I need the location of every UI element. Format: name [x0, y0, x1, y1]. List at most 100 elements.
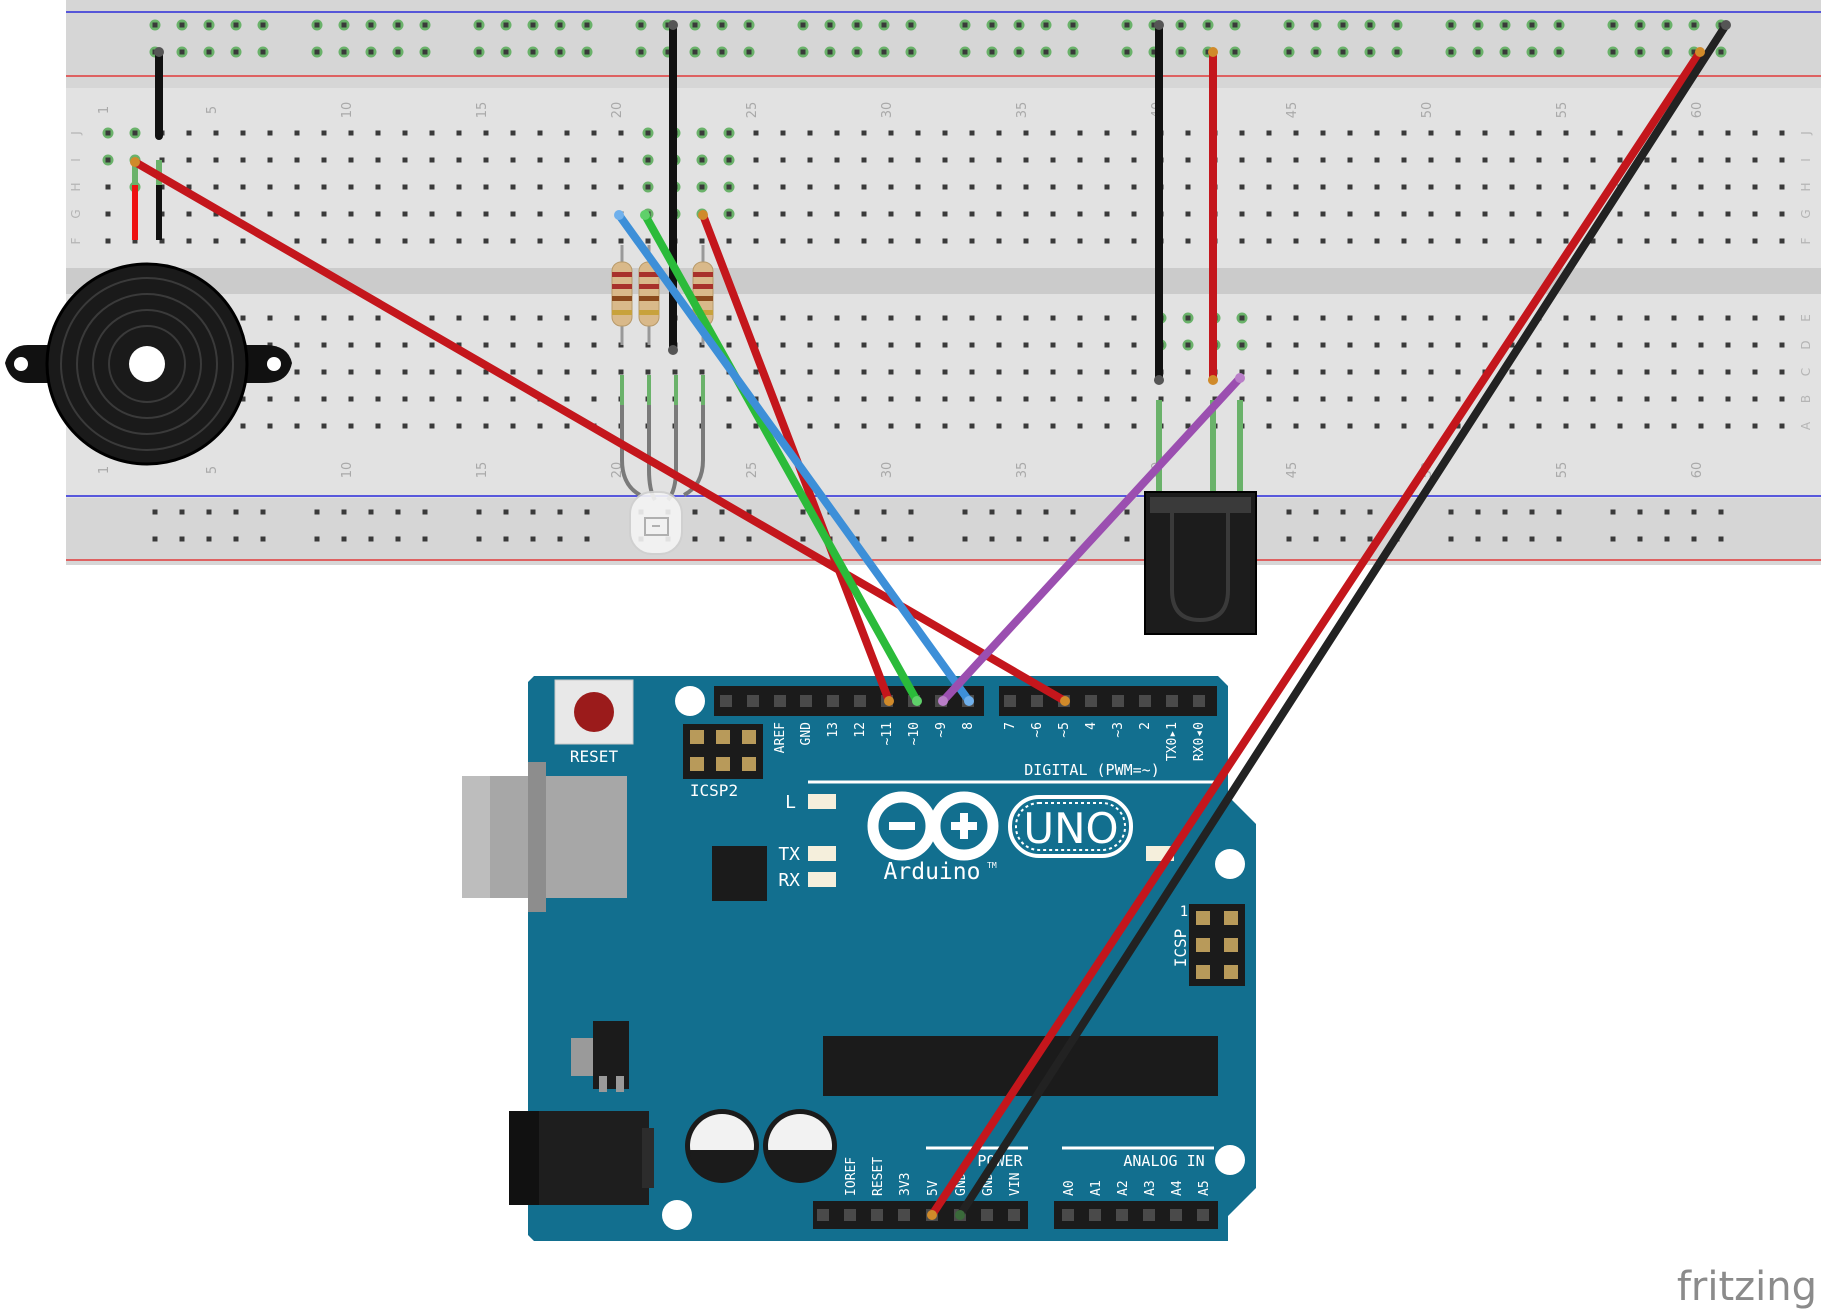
rail-hole[interactable]: [260, 509, 266, 515]
breadboard-hole[interactable]: [186, 157, 192, 163]
breadboard-hole[interactable]: [969, 396, 975, 402]
rail-hole[interactable]: [1013, 19, 1025, 31]
breadboard-hole[interactable]: [456, 211, 462, 217]
breadboard-hole[interactable]: [1293, 238, 1299, 244]
breadboard-hole[interactable]: [1077, 396, 1083, 402]
breadboard-hole[interactable]: [1131, 369, 1137, 375]
breadboard-hole[interactable]: [753, 315, 759, 321]
rail-hole[interactable]: [557, 509, 563, 515]
breadboard-hole[interactable]: [1293, 315, 1299, 321]
breadboard-hole[interactable]: [726, 315, 732, 321]
breadboard-hole[interactable]: [1752, 315, 1758, 321]
rail-hole[interactable]: [341, 536, 347, 542]
breadboard-hole[interactable]: [1050, 423, 1056, 429]
breadboard-hole[interactable]: [1617, 157, 1623, 163]
breadboard-hole[interactable]: [510, 342, 516, 348]
rail-hole[interactable]: [1337, 19, 1349, 31]
breadboard-hole[interactable]: [1509, 396, 1515, 402]
breadboard-hole[interactable]: [1293, 423, 1299, 429]
breadboard-hole[interactable]: [861, 342, 867, 348]
breadboard-hole[interactable]: [510, 396, 516, 402]
breadboard-hole[interactable]: [1293, 396, 1299, 402]
breadboard-hole[interactable]: [861, 423, 867, 429]
breadboard-hole[interactable]: [1725, 369, 1731, 375]
breadboard-hole[interactable]: [1725, 423, 1731, 429]
breadboard-hole[interactable]: [1023, 130, 1029, 136]
rail-hole[interactable]: [746, 509, 752, 515]
breadboard-hole[interactable]: [1752, 369, 1758, 375]
breadboard-hole[interactable]: [1320, 238, 1326, 244]
analog-header-hole[interactable]: [1089, 1209, 1101, 1221]
breadboard-hole[interactable]: [564, 211, 570, 217]
breadboard-hole[interactable]: [483, 238, 489, 244]
breadboard-hole[interactable]: [1617, 423, 1623, 429]
rail-hole[interactable]: [311, 46, 323, 58]
rail-hole[interactable]: [1664, 509, 1670, 515]
breadboard-hole[interactable]: [1698, 184, 1704, 190]
breadboard-hole[interactable]: [1617, 238, 1623, 244]
breadboard-hole[interactable]: [1050, 184, 1056, 190]
breadboard-hole[interactable]: [696, 154, 708, 166]
rail-hole[interactable]: [908, 536, 914, 542]
breadboard-hole[interactable]: [888, 157, 894, 163]
power-header-hole[interactable]: [898, 1209, 910, 1221]
breadboard-hole[interactable]: [321, 184, 327, 190]
breadboard-hole[interactable]: [1725, 184, 1731, 190]
breadboard-hole[interactable]: [267, 396, 273, 402]
breadboard-hole[interactable]: [1104, 396, 1110, 402]
rail-hole[interactable]: [1070, 536, 1076, 542]
rail-hole[interactable]: [1661, 46, 1673, 58]
rail-hole[interactable]: [989, 509, 995, 515]
rail-hole[interactable]: [392, 46, 404, 58]
breadboard-hole[interactable]: [1347, 238, 1353, 244]
breadboard-hole[interactable]: [861, 184, 867, 190]
breadboard-hole[interactable]: [1023, 211, 1029, 217]
breadboard-hole[interactable]: [1104, 423, 1110, 429]
breadboard-hole[interactable]: [1698, 342, 1704, 348]
rail-hole[interactable]: [1607, 19, 1619, 31]
breadboard-hole[interactable]: [483, 211, 489, 217]
rail-hole[interactable]: [1310, 19, 1322, 31]
breadboard-hole[interactable]: [1104, 315, 1110, 321]
rail-hole[interactable]: [1124, 536, 1130, 542]
rail-hole[interactable]: [1691, 536, 1697, 542]
rail-hole[interactable]: [635, 46, 647, 58]
breadboard-hole[interactable]: [1752, 130, 1758, 136]
breadboard-hole[interactable]: [1428, 184, 1434, 190]
breadboard-hole[interactable]: [807, 396, 813, 402]
breadboard-hole[interactable]: [1644, 423, 1650, 429]
breadboard-hole[interactable]: [1320, 184, 1326, 190]
breadboard-hole[interactable]: [1239, 211, 1245, 217]
rail-hole[interactable]: [1499, 46, 1511, 58]
breadboard-hole[interactable]: [321, 157, 327, 163]
breadboard-hole[interactable]: [564, 369, 570, 375]
breadboard-hole[interactable]: [996, 342, 1002, 348]
breadboard-hole[interactable]: [1131, 396, 1137, 402]
breadboard-hole[interactable]: [618, 130, 624, 136]
breadboard-hole[interactable]: [1185, 130, 1191, 136]
breadboard-hole[interactable]: [1266, 369, 1272, 375]
breadboard-hole[interactable]: [1779, 423, 1785, 429]
breadboard-hole[interactable]: [402, 157, 408, 163]
breadboard-hole[interactable]: [888, 238, 894, 244]
breadboard-hole[interactable]: [780, 157, 786, 163]
breadboard-hole[interactable]: [726, 342, 732, 348]
power-header-hole[interactable]: [844, 1209, 856, 1221]
breadboard-hole[interactable]: [753, 130, 759, 136]
breadboard-hole[interactable]: [645, 369, 651, 375]
breadboard-hole[interactable]: [1293, 342, 1299, 348]
breadboard-hole[interactable]: [456, 342, 462, 348]
breadboard-hole[interactable]: [1050, 342, 1056, 348]
rail-hole[interactable]: [1202, 19, 1214, 31]
digital-header-hole[interactable]: [827, 695, 839, 707]
breadboard-hole[interactable]: [807, 315, 813, 321]
rail-hole[interactable]: [365, 46, 377, 58]
breadboard-hole[interactable]: [1293, 184, 1299, 190]
breadboard-hole[interactable]: [1644, 369, 1650, 375]
breadboard-hole[interactable]: [1671, 315, 1677, 321]
rail-hole[interactable]: [1121, 19, 1133, 31]
breadboard-hole[interactable]: [510, 315, 516, 321]
breadboard-hole[interactable]: [1050, 315, 1056, 321]
breadboard-hole[interactable]: [321, 396, 327, 402]
rail-hole[interactable]: [1664, 536, 1670, 542]
